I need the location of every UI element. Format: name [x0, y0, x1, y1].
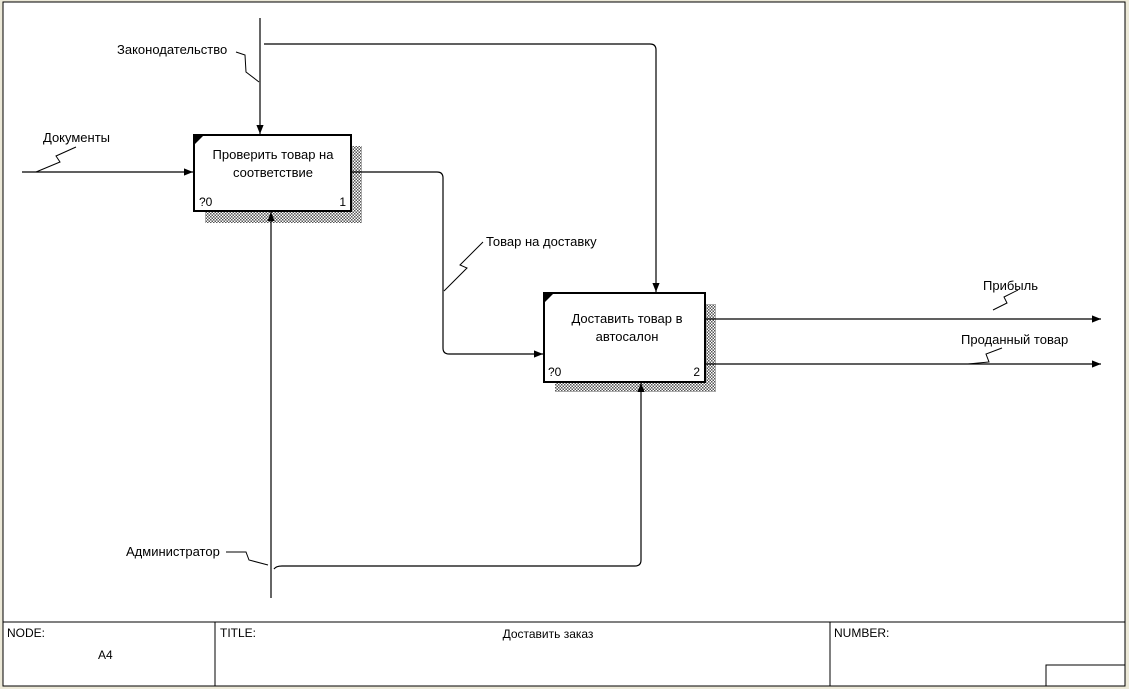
activity-box-2[interactable]: Доставить товар в автосалон ?0 2 [543, 292, 716, 392]
frame-node-label: NODE: [7, 626, 45, 640]
activity-2-title-line-1: Доставить товар в [571, 311, 682, 326]
arrow-control-law[interactable]: Законодательство [117, 18, 660, 292]
activity-box-1[interactable]: Проверить товар на соответствие ?0 1 [193, 134, 362, 223]
arrow-label-admin: Администратор [126, 544, 220, 559]
frame-number-label: NUMBER: [834, 626, 889, 640]
arrow-label-profit: Прибыль [983, 278, 1038, 293]
activity-2-title-line-2: автосалон [596, 329, 659, 344]
arrow-input-docs[interactable]: Документы [22, 130, 193, 176]
corner-mark-icon [545, 294, 553, 302]
frame-title-label: TITLE: [220, 626, 256, 640]
activity-1-number: 1 [339, 195, 346, 209]
diagram-frame-footer: NODE: A4 TITLE: Доставить заказ NUMBER: [2, 621, 1126, 687]
corner-mark-icon [195, 136, 203, 144]
frame-title-value: Доставить заказ [503, 627, 594, 641]
frame-node-value: A4 [98, 648, 113, 662]
activity-rect [193, 134, 352, 212]
arrow-mechanism-admin[interactable]: Администратор [126, 212, 645, 598]
arrow-label-law: Законодательство [117, 42, 227, 57]
activity-1-title-line-2: соответствие [233, 165, 313, 180]
activity-2-number: 2 [693, 365, 700, 379]
activity-1-cost: ?0 [199, 195, 213, 209]
arrow-label-goods: Товар на доставку [486, 234, 597, 249]
arrow-label-sold: Проданный товар [961, 332, 1068, 347]
activity-2-cost: ?0 [548, 365, 562, 379]
arrow-output-sold[interactable]: Проданный товар [705, 332, 1101, 368]
activity-rect [543, 292, 706, 383]
frame-corner-box [1045, 664, 1126, 687]
activity-1-title-line-1: Проверить товар на [213, 147, 335, 162]
arrow-output-profit[interactable]: Прибыль [705, 278, 1101, 323]
arrow-link-goods[interactable]: Товар на доставку [351, 171, 597, 358]
arrow-label-docs: Документы [43, 130, 110, 145]
